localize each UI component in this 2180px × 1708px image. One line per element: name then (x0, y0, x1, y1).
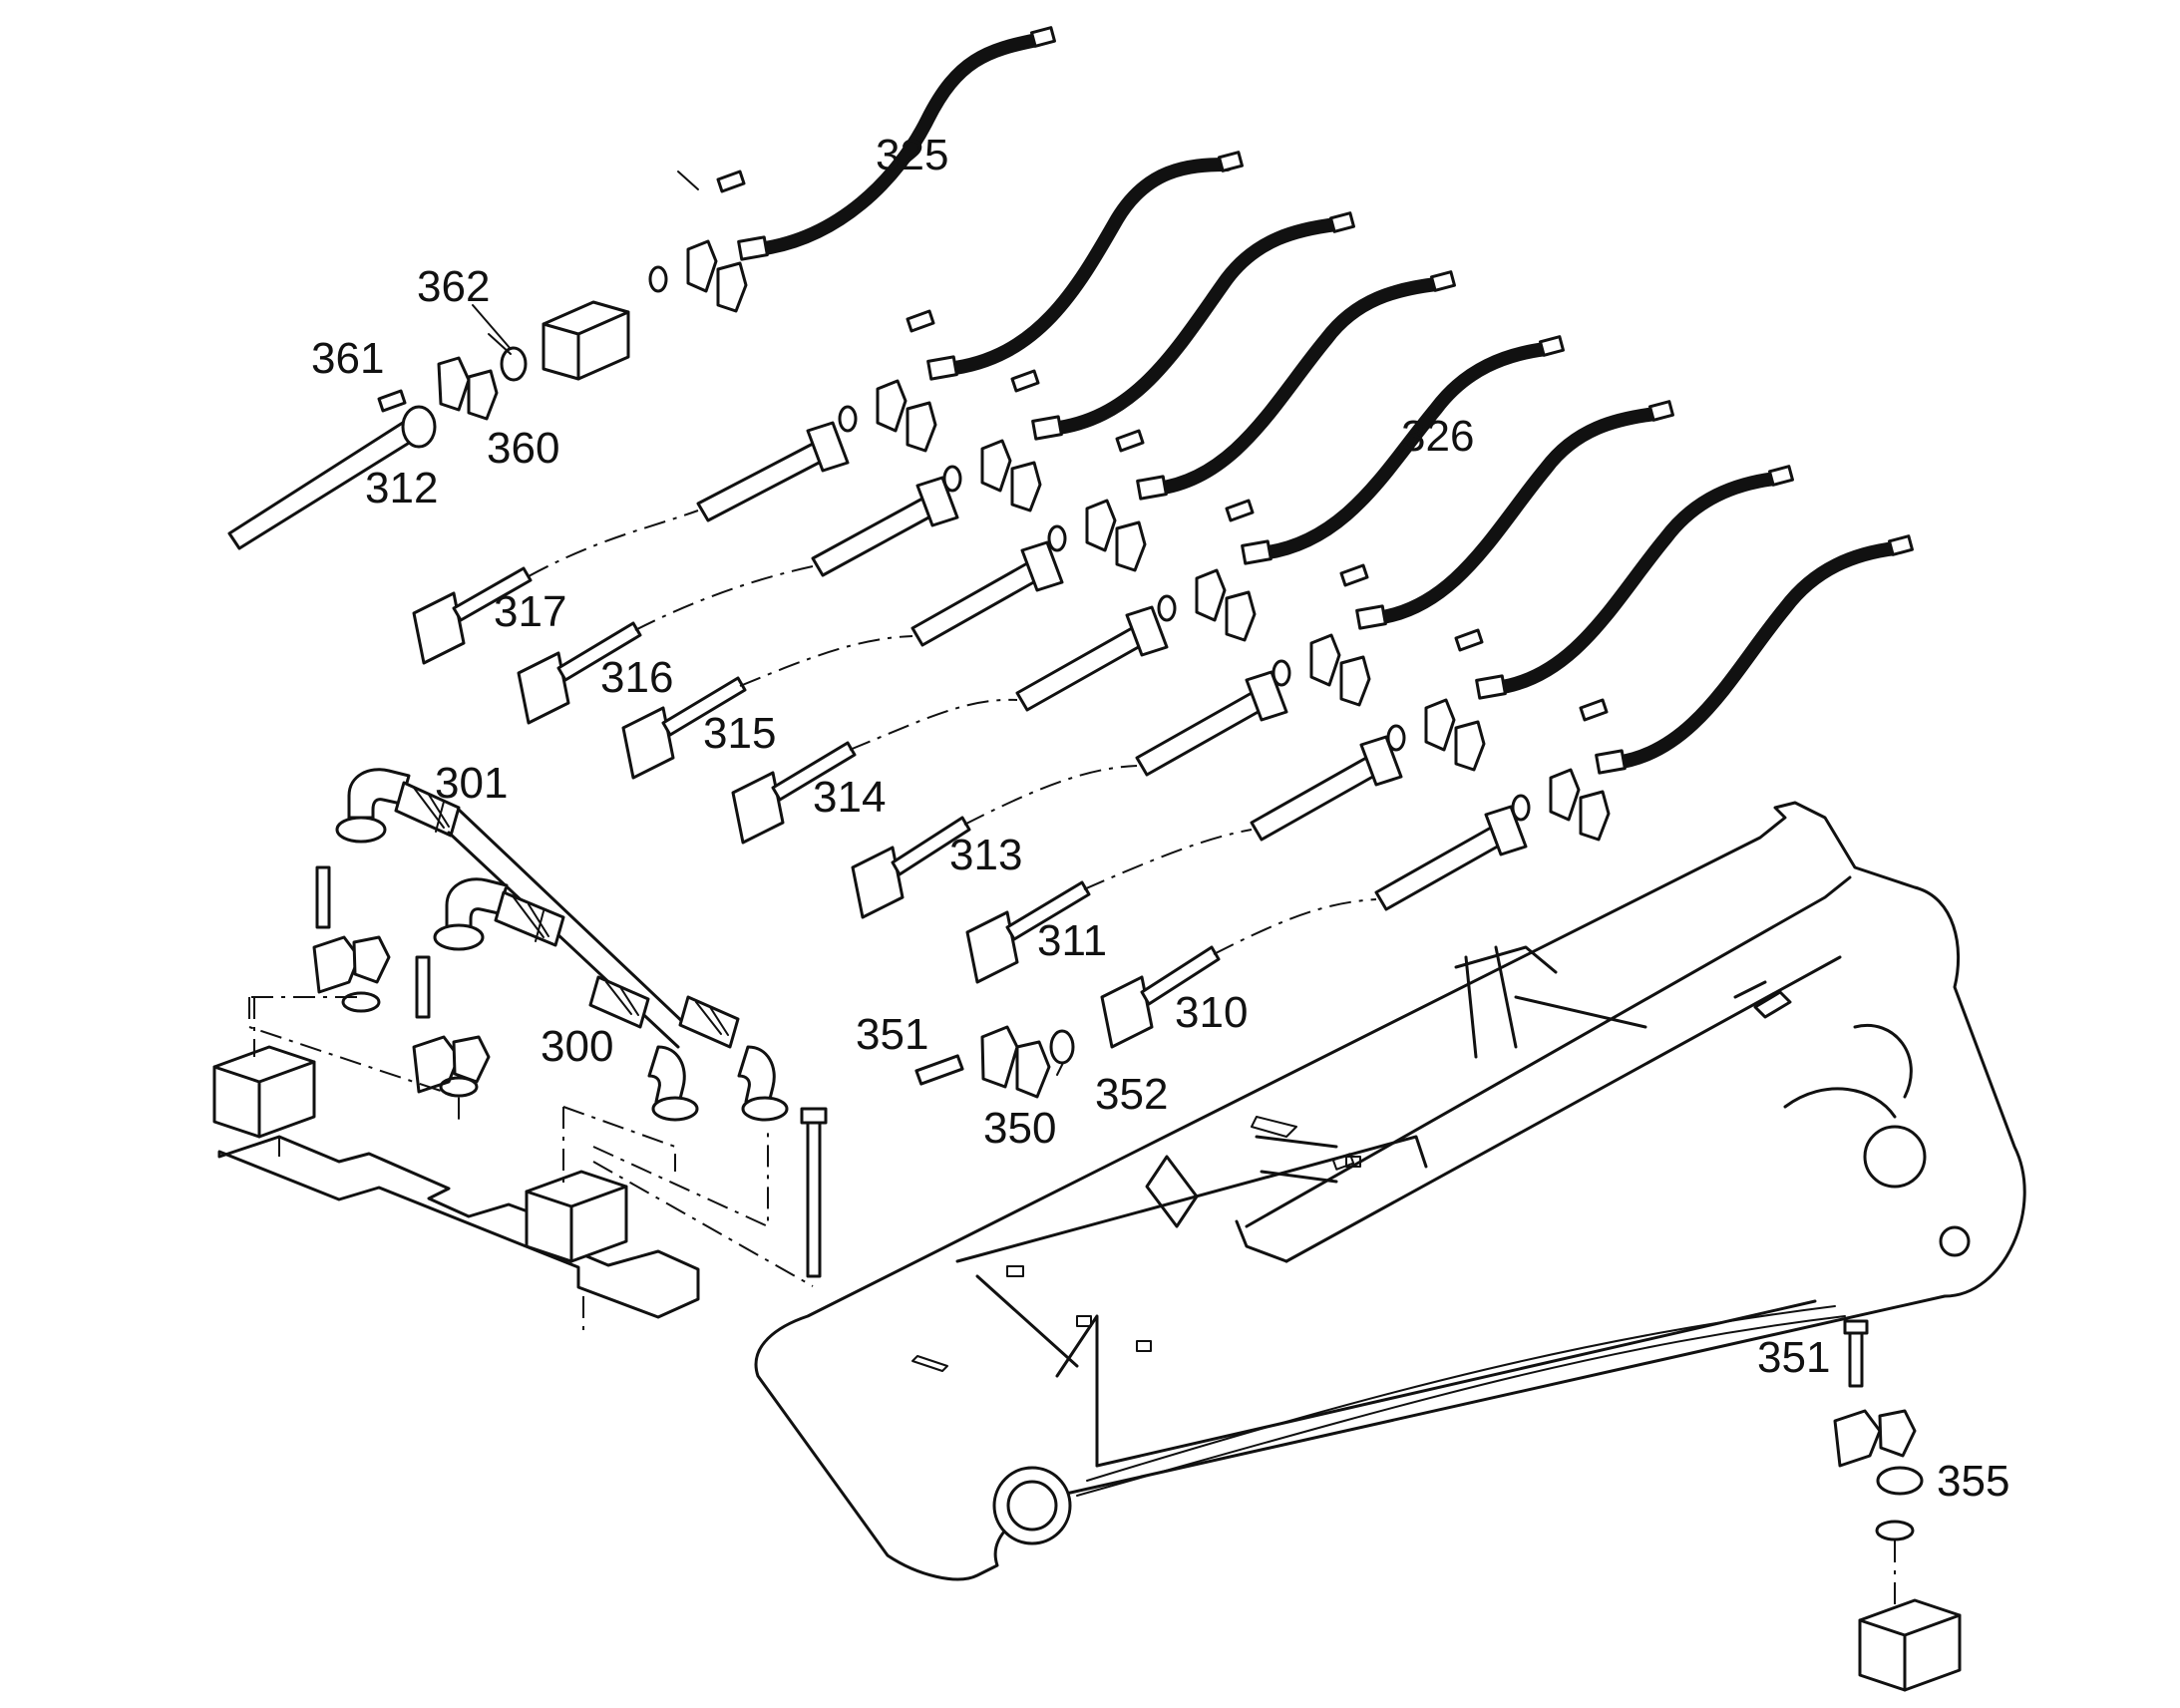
callout-313: 313 (949, 831, 1022, 879)
callout-301: 301 (435, 759, 508, 808)
elbows-and-manifolds (212, 768, 828, 1336)
lower-right-assembly (1833, 1319, 1962, 1692)
callout-326: 326 (1401, 412, 1474, 461)
callout-310: 310 (1175, 988, 1248, 1037)
hoses (751, 33, 1902, 770)
hose-325 (751, 33, 1044, 256)
hose-4 (1150, 277, 1443, 496)
callout-317: 317 (494, 587, 566, 636)
hose-fittings (737, 26, 1914, 775)
callout-352: 352 (1095, 1070, 1168, 1119)
callout-361: 361 (311, 334, 384, 383)
callout-316: 316 (600, 653, 673, 702)
callout-315: 315 (703, 709, 776, 758)
leader-lines (472, 304, 1064, 1076)
callout-355: 355 (1937, 1457, 2009, 1506)
hose-3 (1045, 217, 1343, 436)
clamp-350-set (914, 1025, 1075, 1099)
hose-2 (940, 158, 1234, 376)
hose-8 (1609, 541, 1902, 770)
callout-360: 360 (487, 424, 559, 473)
callouts: 325 362 361 360 312 326 317 316 315 314 … (311, 131, 2009, 1506)
clamp-sets (648, 170, 1611, 842)
callout-312: 312 (365, 464, 438, 512)
hose-7 (1489, 472, 1782, 695)
hose-6 (1369, 407, 1662, 625)
callout-311: 311 (1037, 916, 1107, 965)
callout-325: 325 (876, 131, 948, 179)
callout-351-upper: 351 (856, 1010, 928, 1059)
adapter-block-362 (488, 300, 630, 382)
callout-300: 300 (541, 1022, 613, 1071)
callout-351-lower: 351 (1757, 1333, 1830, 1382)
hose-326 (1255, 342, 1553, 560)
callout-314: 314 (813, 773, 886, 822)
callout-350: 350 (983, 1104, 1056, 1153)
boom-structure (754, 801, 2026, 1581)
pipes-with-flanges (412, 421, 1528, 1049)
callout-362: 362 (417, 262, 490, 311)
pipe-312 (227, 356, 499, 550)
